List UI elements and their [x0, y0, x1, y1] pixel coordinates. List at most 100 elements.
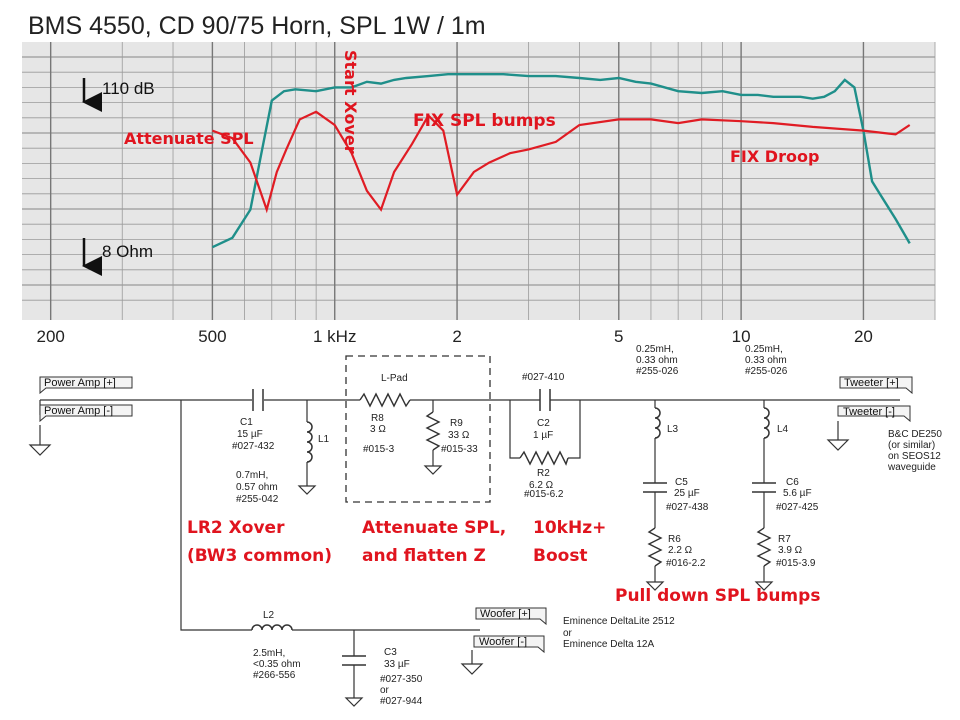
tweeter-note-2: (or similar): [888, 440, 935, 451]
l4-spec-3: #255-026: [745, 366, 788, 377]
c3-value: 33 µF: [384, 659, 410, 670]
l1-spec-2: 0.57 ohm: [236, 482, 278, 493]
label-attenuate-1: Attenuate SPL,: [362, 518, 506, 538]
svg-text:Tweeter [+]: Tweeter [+]: [844, 377, 899, 389]
svg-text:Woofer [-]: Woofer [-]: [479, 636, 527, 648]
l2-spec-2: <0.35 ohm: [253, 659, 301, 670]
c3-part-3: #027-944: [380, 696, 423, 707]
crossover-schematic: [28, 355, 900, 707]
c3-part-2: or: [380, 685, 390, 696]
l3-spec-1: 0.25mH,: [636, 344, 674, 355]
ground-r6-icon: [645, 581, 665, 591]
svg-text:Woofer [+]: Woofer [+]: [480, 608, 531, 620]
r6-part: #016-2.2: [666, 558, 706, 569]
chart-plot-area: [22, 42, 935, 320]
woofer-note-1: Eminence DeltaLite 2512: [563, 616, 675, 627]
l4-name: L4: [777, 424, 789, 435]
c2-part: #027-410: [522, 372, 565, 383]
annotation-fix-droop: FIX Droop: [730, 147, 819, 166]
woofer-note-2: or: [563, 628, 573, 639]
x-tick-label: 200: [36, 327, 64, 346]
c6-name: C6: [786, 477, 799, 488]
l2-spec-3: #266-556: [253, 670, 296, 681]
spl-reference-label: 110 dB: [102, 79, 155, 98]
c2-value: 1 µF: [533, 430, 553, 441]
component-labels: C1 15 µF #027-432 L1 0.7mH, 0.57 ohm #25…: [232, 344, 942, 707]
r2-resistor: [519, 450, 569, 466]
label-lr2-xover-1: LR2 Xover: [187, 518, 285, 538]
label-lr2-xover-2: (BW3 common): [187, 546, 332, 566]
wire-woofer-branch: [180, 400, 252, 631]
ground-tweeter-icon: [826, 439, 850, 451]
l2-spec-1: 2.5mH,: [253, 648, 285, 659]
section-labels: LR2 Xover (BW3 common) Attenuate SPL, an…: [187, 518, 820, 606]
chart-title: BMS 4550, CD 90/75 Horn, SPL 1W / 1m: [28, 12, 486, 40]
tweeter-note-4: waveguide: [887, 462, 936, 473]
r7-name: R7: [778, 534, 791, 545]
impedance-reference-label: 8 Ohm: [102, 242, 153, 261]
x-tick-label: 500: [198, 327, 226, 346]
c1-part: #027-432: [232, 441, 275, 452]
svg-text:Tweeter [-]: Tweeter [-]: [843, 406, 895, 418]
annotation-fix-spl-bumps: FIX SPL bumps: [413, 111, 556, 131]
x-tick-label: 2: [452, 327, 461, 346]
l1-spec-1: 0.7mH,: [236, 470, 268, 481]
tweeter-note-3: on SEOS12: [888, 451, 941, 462]
r7-value: 3.9 Ω: [778, 545, 803, 556]
l2-name: L2: [263, 610, 275, 621]
chart-grid: [22, 42, 936, 320]
r9-value: 33 Ω: [448, 430, 470, 441]
r2-value: 6.2 Ω: [529, 480, 554, 491]
tweeter-note-1: B&C DE250: [888, 429, 942, 440]
ground-power-amp-icon: [28, 444, 52, 456]
terminal-woofer-pos: Woofer [+]: [475, 607, 547, 626]
woofer-note-3: Eminence Delta 12A: [563, 639, 654, 650]
r8-name: R8: [371, 413, 384, 424]
l4-spec-1: 0.25mH,: [745, 344, 783, 355]
r9-part: #015-33: [441, 444, 478, 455]
c5-name: C5: [675, 477, 688, 488]
l1-coil: [306, 421, 313, 463]
l4-coil: [763, 407, 770, 439]
l1-spec-3: #255-042: [236, 494, 279, 505]
r7-part: #015-3.9: [776, 558, 816, 569]
l4-spec-2: 0.33 ohm: [745, 355, 787, 366]
impedance-series-line: [212, 110, 911, 214]
terminal-tweeter-pos: Tweeter [+]: [839, 376, 913, 395]
r6-name: R6: [668, 534, 681, 545]
wire-r2-right: [568, 400, 581, 459]
frequency-response-chart: BMS 4550, CD 90/75 Horn, SPL 1W / 1m 110…: [0, 0, 960, 346]
spl-series-line: [211, 72, 911, 249]
ground-l1-icon: [297, 485, 317, 495]
c6-part: #027-425: [776, 502, 819, 513]
r6-resistor: [647, 527, 663, 567]
r9-resistor: [425, 411, 441, 451]
l3-spec-2: 0.33 ohm: [636, 355, 678, 366]
r8-value: 3 Ω: [370, 424, 386, 435]
c5-value: 25 µF: [674, 488, 700, 499]
x-tick-label: 1 kHz: [313, 327, 356, 346]
label-boost-2: Boost: [533, 546, 588, 566]
lpad-box: [345, 355, 491, 503]
terminal-power-amp-pos: Power Amp [+]: [39, 376, 133, 395]
r8-resistor: [359, 392, 411, 408]
svg-text:Power Amp [-]: Power Amp [-]: [44, 405, 113, 417]
r2-name: R2: [537, 468, 550, 479]
annotation-start-xover: Start Xover: [341, 50, 360, 154]
c3-part-1: #027-350: [380, 674, 423, 685]
label-attenuate-2: and flatten Z: [362, 546, 486, 566]
c2-name: C2: [537, 418, 550, 429]
ground-r7-icon: [754, 581, 774, 591]
annotation-attenuate-spl: Attenuate SPL: [124, 129, 254, 148]
ground-r9-icon: [423, 465, 443, 475]
c1-value: 15 µF: [237, 429, 263, 440]
r9-name: R9: [450, 418, 463, 429]
r2-part: #015-6.2: [524, 489, 564, 500]
wire-r2-left: [509, 400, 520, 459]
label-boost-1: 10kHz+: [533, 518, 606, 538]
svg-text:Power Amp [+]: Power Amp [+]: [44, 377, 116, 389]
ground-c3-icon: [344, 697, 364, 707]
